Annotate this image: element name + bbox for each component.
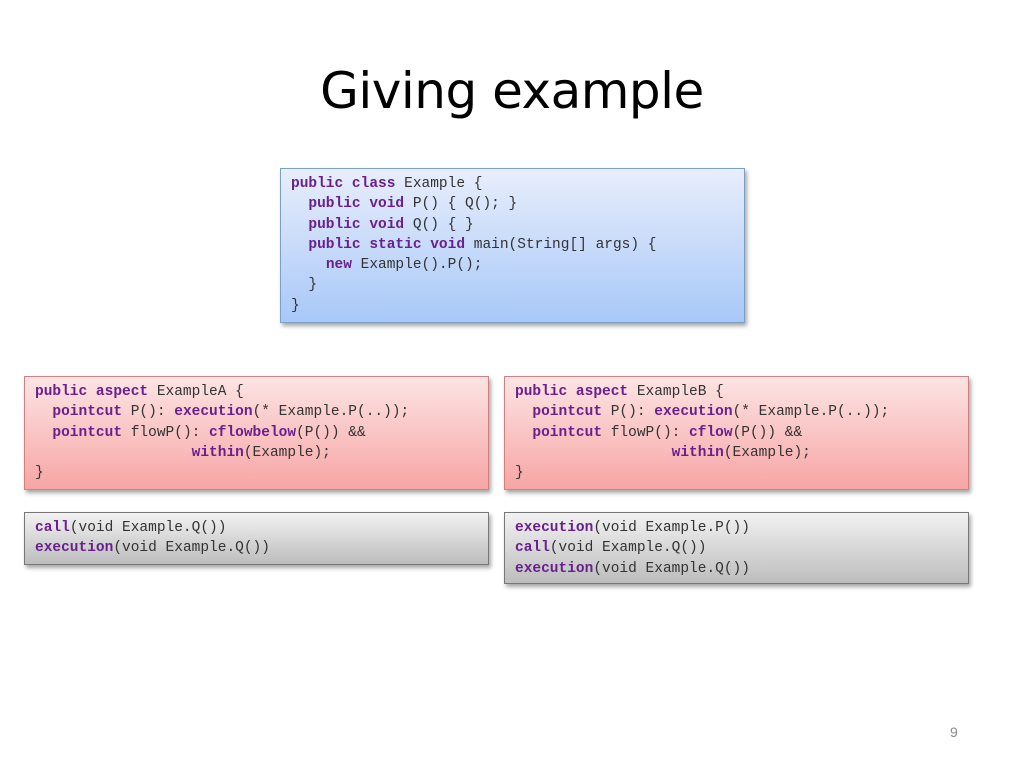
aspect-b-code-box: public aspect ExampleB { pointcut P(): e…	[504, 376, 969, 490]
code-line: pointcut P(): execution(* Example.P(..))…	[515, 402, 958, 422]
code-line: execution(void Example.Q())	[515, 559, 958, 579]
code-text: flowP():	[122, 424, 210, 441]
code-text: }	[291, 297, 300, 314]
code-keyword: public aspect	[515, 384, 629, 400]
code-keyword: public void	[308, 216, 405, 233]
code-line: within(Example);	[35, 443, 478, 463]
code-line: public class Example {	[291, 174, 734, 194]
code-text: (* Example.P(..));	[732, 404, 890, 421]
code-text: }	[35, 465, 44, 482]
code-text: (void Example.Q())	[549, 540, 707, 557]
code-keyword: within	[671, 444, 724, 461]
code-line: public aspect ExampleA {	[35, 382, 478, 402]
code-line: pointcut flowP(): cflow(P()) &&	[515, 423, 958, 443]
code-line: public void P() { Q(); }	[291, 194, 734, 214]
code-keyword: pointcut	[532, 424, 603, 441]
code-text: ExampleB {	[628, 384, 724, 400]
code-text	[515, 425, 532, 441]
code-line: }	[515, 463, 958, 483]
code-line: public aspect ExampleB {	[515, 382, 958, 402]
code-keyword: call	[515, 540, 550, 557]
code-text	[515, 445, 672, 461]
code-keyword: public aspect	[35, 384, 149, 400]
slide-title: Giving example	[320, 62, 704, 120]
code-line: execution(void Example.Q())	[35, 538, 478, 558]
code-line: }	[35, 463, 478, 483]
code-keyword: public void	[308, 196, 405, 213]
code-text: P():	[122, 404, 175, 421]
code-line: public void Q() { }	[291, 215, 734, 235]
code-text	[35, 404, 52, 420]
code-text: P() { Q(); }	[404, 196, 518, 213]
aspect-a-code-box: public aspect ExampleA { pointcut P(): e…	[24, 376, 489, 490]
code-text: }	[291, 277, 318, 294]
code-text: (Example);	[723, 444, 811, 461]
code-keyword: public static void	[308, 236, 466, 253]
code-text: main(String[] args) {	[465, 236, 657, 253]
code-text	[291, 217, 308, 233]
code-text: (void Example.P())	[593, 520, 750, 536]
code-text	[291, 257, 326, 273]
code-text: Q() { }	[404, 216, 474, 233]
code-text: (void Example.Q())	[593, 560, 750, 577]
code-keyword: cflowbelow	[209, 424, 297, 441]
code-keyword: pointcut	[52, 424, 123, 441]
code-text: }	[515, 465, 524, 482]
code-line: }	[291, 296, 734, 316]
page-number: 9	[950, 724, 958, 740]
result-a-code-box: call(void Example.Q())execution(void Exa…	[24, 512, 489, 565]
code-keyword: pointcut	[532, 404, 603, 421]
code-text	[515, 404, 532, 420]
code-keyword: public class	[291, 176, 396, 192]
code-text: (void Example.Q())	[69, 520, 227, 536]
code-keyword: pointcut	[52, 404, 123, 421]
code-text: (void Example.Q())	[113, 540, 270, 557]
code-line: within(Example);	[515, 443, 958, 463]
code-keyword: cflow	[689, 424, 733, 441]
code-text	[291, 196, 308, 212]
result-b-code-box: execution(void Example.P())call(void Exa…	[504, 512, 969, 584]
code-text	[35, 445, 192, 461]
code-keyword: within	[191, 444, 244, 461]
code-text: Example().P();	[351, 257, 483, 274]
code-line: }	[291, 275, 734, 295]
code-keyword: new	[325, 257, 352, 274]
code-line: public static void main(String[] args) {	[291, 235, 734, 255]
example-class-code-box: public class Example { public void P() {…	[280, 168, 745, 323]
code-text: (* Example.P(..));	[252, 404, 410, 421]
code-keyword: execution	[515, 560, 594, 577]
code-text: (Example);	[243, 444, 331, 461]
code-text: ExampleA {	[148, 384, 244, 400]
code-line: pointcut P(): execution(* Example.P(..))…	[35, 402, 478, 422]
code-keyword: call	[35, 520, 70, 536]
code-text: (P()) &&	[732, 424, 803, 441]
code-keyword: execution	[515, 520, 594, 536]
code-line: pointcut flowP(): cflowbelow(P()) &&	[35, 423, 478, 443]
code-line: call(void Example.Q())	[515, 538, 958, 558]
code-keyword: execution	[35, 540, 114, 557]
code-text	[291, 237, 308, 253]
code-line: execution(void Example.P())	[515, 518, 958, 538]
code-text: Example {	[395, 176, 483, 192]
code-text: flowP():	[602, 424, 690, 441]
code-text: (P()) &&	[296, 424, 366, 441]
code-line: call(void Example.Q())	[35, 518, 478, 538]
code-text	[35, 425, 52, 441]
code-text: P():	[602, 404, 655, 421]
code-keyword: execution	[174, 404, 253, 421]
code-keyword: execution	[654, 404, 733, 421]
code-line: new Example().P();	[291, 255, 734, 275]
